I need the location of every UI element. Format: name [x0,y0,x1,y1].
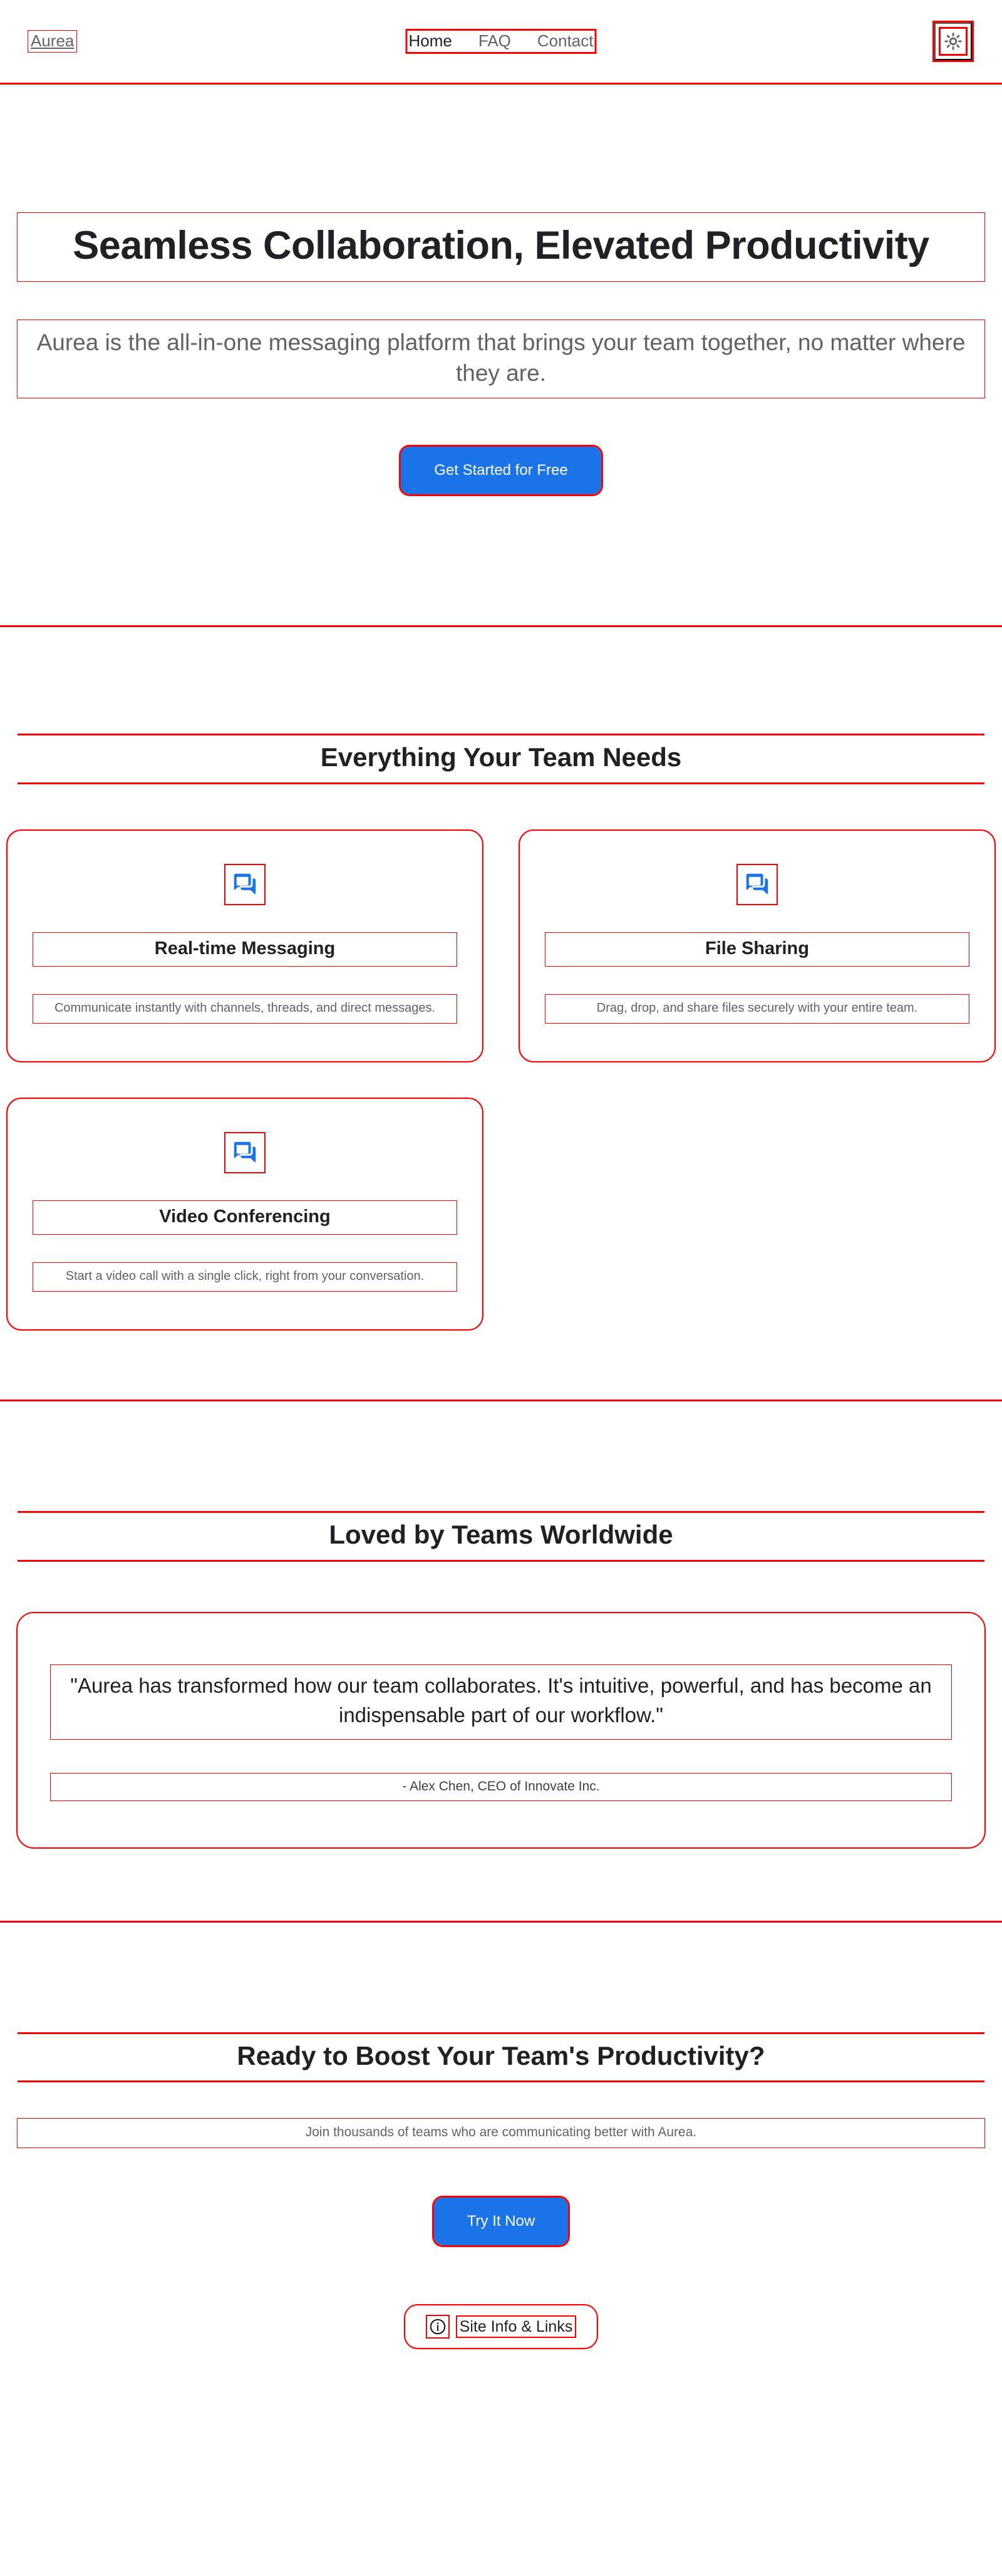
get-started-button[interactable]: Get Started for Free [399,444,603,497]
hero-section: Seamless Collaboration, Elevated Product… [0,85,1002,524]
testimonial-quote: "Aurea has transformed how our team coll… [50,1664,952,1740]
testimonial-card: "Aurea has transformed how our team coll… [16,1611,986,1849]
final-cta-heading: Ready to Boost Your Team's Productivity? [18,2032,984,2083]
final-cta-button-row: Try It Now [0,2195,1002,2276]
chat-bubbles-icon [736,863,778,905]
feature-description: Start a video call with a single click, … [33,1262,457,1292]
chat-bubbles-icon [224,863,266,905]
feature-card-video-conferencing[interactable]: Video Conferencing Start a video call wi… [6,1098,483,1331]
testimonials-section-divider [0,1847,1002,1923]
feature-description: Drag, drop, and share files securely wit… [545,994,969,1024]
final-cta-subtitle: Join thousands of teams who are communic… [17,2118,985,2148]
feature-card-real-time-messaging[interactable]: Real-time Messaging Communicate instantl… [6,829,483,1063]
feature-title: File Sharing [545,932,969,967]
feature-card-grid: Real-time Messaging Communicate instantl… [0,784,1002,1331]
feature-card-file-sharing[interactable]: File Sharing Drag, drop, and share files… [519,829,996,1063]
feature-title: Video Conferencing [33,1200,457,1235]
nav-item-faq[interactable]: FAQ [478,31,511,51]
hero-subtitle: Aurea is the all-in-one messaging platfo… [17,319,985,398]
info-circle-icon [425,2315,450,2339]
hero-cta-row: Get Started for Free [0,444,1002,524]
testimonials-section: Loved by Teams Worldwide "Aurea has tran… [0,1401,1002,1849]
nav-gap-1 [453,41,477,42]
site-header: Aurea Home FAQ Contact [0,0,1002,85]
hero-section-divider [0,524,1002,628]
features-section: Everything Your Team Needs Real-time Mes… [0,627,1002,1331]
nav-item-home[interactable]: Home [408,31,452,51]
site-footer: Site Info & Links [0,2275,1002,2350]
sun-icon [939,27,968,56]
testimonial-author: - Alex Chen, CEO of Innovate Inc. [50,1772,952,1801]
feature-description: Communicate instantly with channels, thr… [33,994,457,1024]
site-info-links-label: Site Info & Links [455,2315,577,2339]
main-navigation: Home FAQ Contact [405,29,597,54]
nav-gap-2 [512,41,536,42]
try-it-now-button[interactable]: Try It Now [431,2195,571,2248]
site-info-links-toggle[interactable]: Site Info & Links [403,2304,599,2350]
features-heading: Everything Your Team Needs [18,734,984,784]
chat-bubbles-icon [224,1132,266,1174]
features-section-divider [0,1329,1002,1402]
nav-item-contact[interactable]: Contact [537,31,594,51]
brand-logo[interactable]: Aurea [27,30,78,53]
testimonials-heading: Loved by Teams Worldwide [18,1511,984,1562]
theme-toggle-button[interactable] [932,21,974,62]
feature-title: Real-time Messaging [33,932,457,967]
final-cta-section: Ready to Boost Your Team's Productivity?… [0,1922,1002,2276]
hero-title: Seamless Collaboration, Elevated Product… [17,212,985,282]
